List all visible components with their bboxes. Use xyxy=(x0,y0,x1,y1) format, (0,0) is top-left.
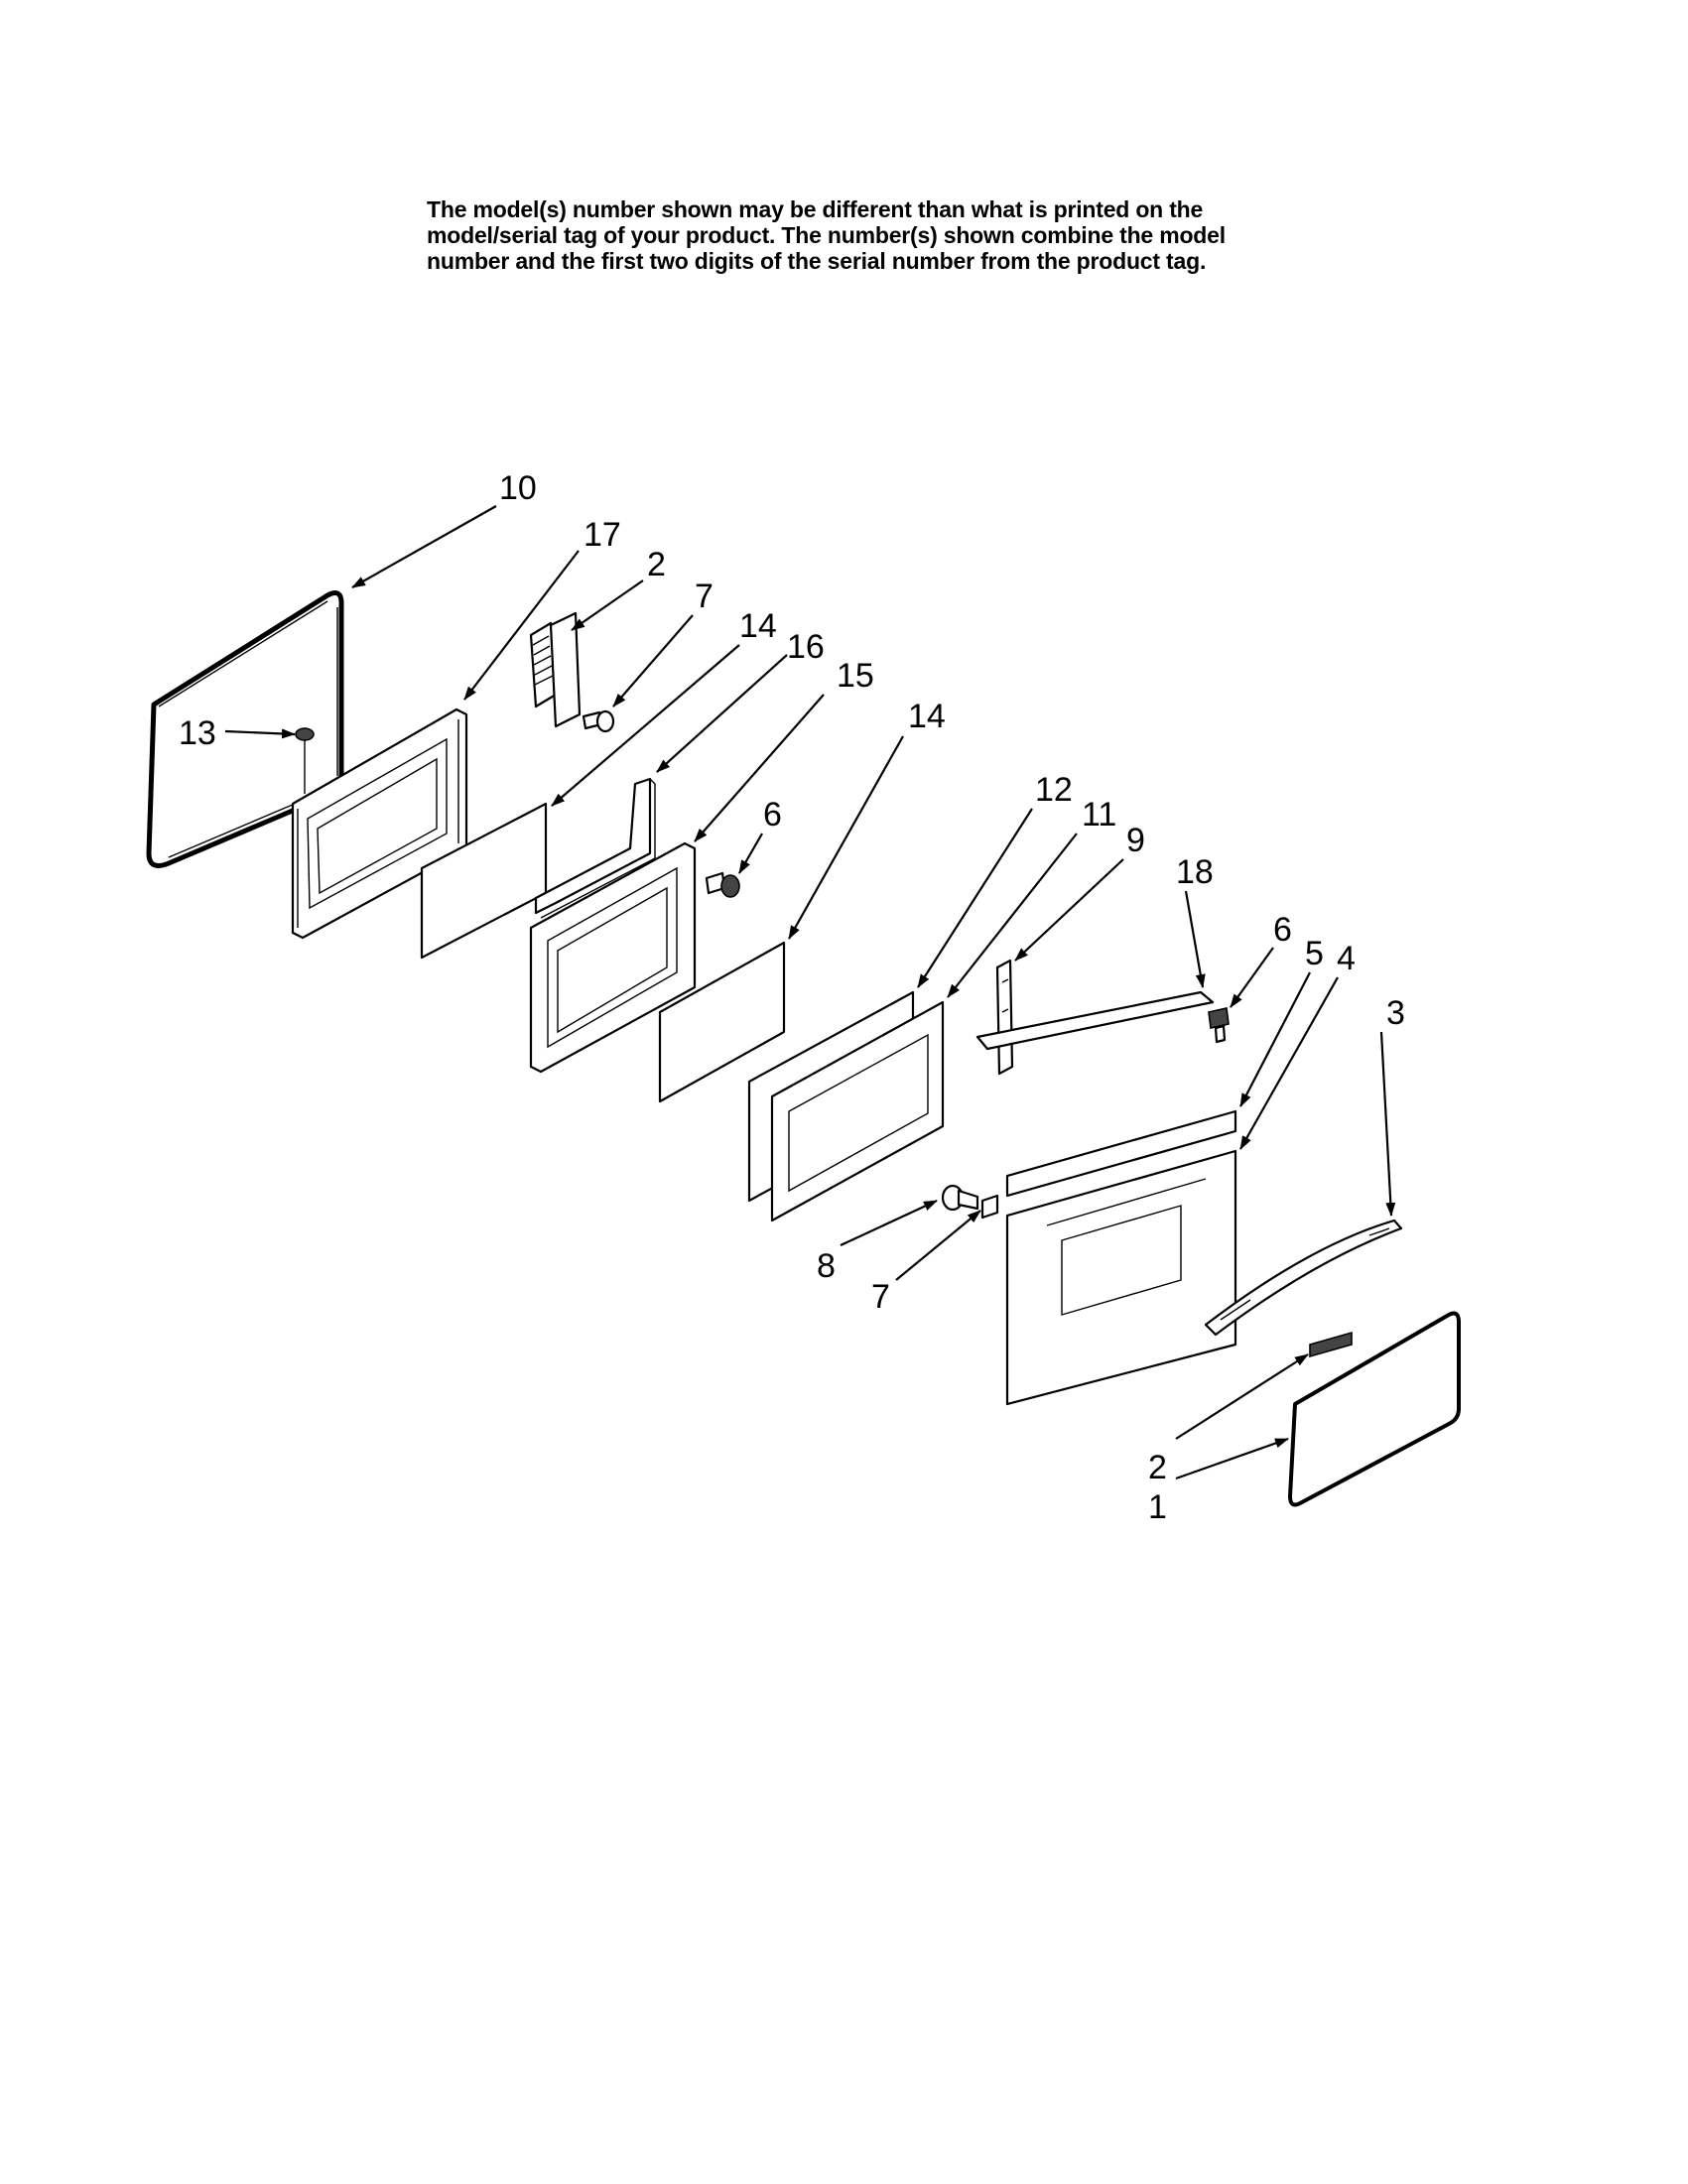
part-4-outer-door xyxy=(1005,1109,1237,1406)
part-6-bolt xyxy=(705,871,740,898)
part-7-screw xyxy=(582,709,615,733)
callout-17: 17 xyxy=(584,516,621,554)
part-15-middle-frame xyxy=(529,841,697,1074)
part-13-fastener xyxy=(295,727,315,794)
callout-7-b: 7 xyxy=(871,1278,890,1316)
part-6-bolt-2 xyxy=(1208,1007,1230,1044)
callout-8: 8 xyxy=(817,1247,836,1285)
part-16-baffle xyxy=(534,777,656,919)
note-line-3: number and the first two digits of the s… xyxy=(427,248,1207,274)
note-line-2: model/serial tag of your product. The nu… xyxy=(427,222,1226,248)
part-3-handle xyxy=(1204,1219,1403,1337)
callout-10: 10 xyxy=(499,469,537,507)
callout-16: 16 xyxy=(787,628,825,666)
callout-7: 7 xyxy=(695,578,714,615)
callout-14-b: 14 xyxy=(908,698,946,735)
part-2-nameplate xyxy=(1309,1331,1353,1358)
callout-12: 12 xyxy=(1035,771,1073,809)
callout-2: 2 xyxy=(647,546,666,583)
part-1-trim xyxy=(1288,1311,1461,1507)
part-18-vent-channel xyxy=(975,990,1215,1051)
callout-6: 6 xyxy=(763,796,782,834)
part-8-hinge-pin xyxy=(941,1184,979,1212)
callout-2-b: 2 xyxy=(1148,1449,1167,1486)
part-14-glass-panel-2 xyxy=(658,941,786,1103)
callout-4: 4 xyxy=(1337,940,1356,977)
part-2-hinge xyxy=(529,611,582,728)
callout-9: 9 xyxy=(1126,822,1145,859)
callout-13: 13 xyxy=(179,714,216,752)
model-number-note: The model(s) number shown may be differe… xyxy=(427,196,1320,274)
callout-11: 11 xyxy=(1082,796,1116,834)
callout-5: 5 xyxy=(1305,935,1324,972)
part-11-framed-glass xyxy=(770,1000,945,1222)
callout-14: 14 xyxy=(739,607,777,645)
callout-1: 1 xyxy=(1148,1488,1167,1526)
part-9-bracket xyxy=(995,959,1014,1076)
callout-15: 15 xyxy=(837,657,874,695)
note-line-1: The model(s) number shown may be differe… xyxy=(427,196,1204,222)
callout-18: 18 xyxy=(1176,853,1214,891)
callout-6-b: 6 xyxy=(1273,911,1292,949)
callout-3: 3 xyxy=(1386,994,1405,1032)
part-7-washer-plate xyxy=(980,1194,999,1220)
